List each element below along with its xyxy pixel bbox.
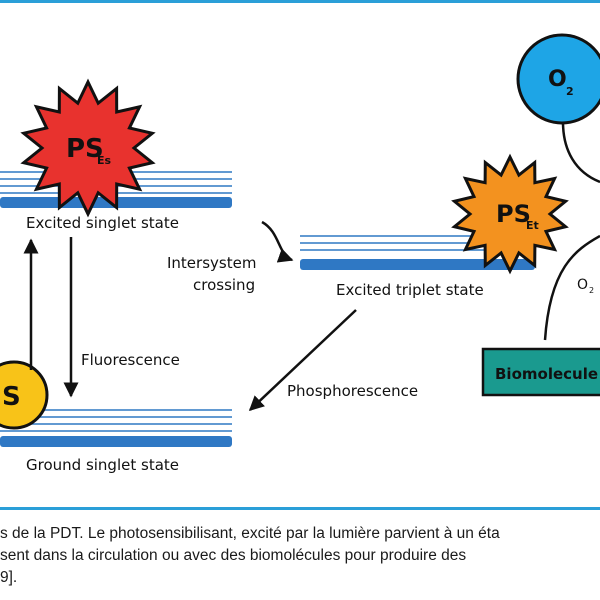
- caption-line-2: sent dans la circulation ou avec des bio…: [0, 547, 467, 564]
- excited-singlet-label: Excited singlet state: [26, 214, 179, 232]
- phosphorescence-arrow: [248, 309, 357, 412]
- intersystem-crossing-arrow: [261, 220, 294, 263]
- oxygen-circle: O 2: [516, 33, 600, 125]
- intersystem-label-line1: Intersystem: [167, 254, 256, 272]
- oxygen-label: O: [548, 67, 567, 92]
- excited-triplet-label: Excited triplet state: [336, 281, 484, 299]
- ps-es-label: PS: [66, 134, 104, 164]
- ps-es-subscript: Es: [97, 154, 112, 167]
- phosphorescence-label: Phosphorescence: [287, 382, 418, 400]
- ps-et-subscript: Et: [526, 219, 539, 232]
- ground-singlet-label: Ground singlet state: [26, 456, 179, 474]
- pdt-jablonski-diagram: Excited singlet state Ground singlet sta…: [0, 33, 600, 474]
- caption-line-3: 9].: [0, 569, 18, 586]
- bottom-rule: [0, 507, 600, 510]
- intersystem-label-line2: crossing: [193, 276, 255, 294]
- ps-et-label: PS: [496, 200, 531, 228]
- top-rule: [0, 0, 600, 3]
- oxygen-subscript: 2: [566, 85, 574, 98]
- oxygen-to-triplet-curve: [561, 121, 600, 184]
- ps-ground-label: S: [2, 382, 21, 412]
- triplet-to-biomolecule-curve: [543, 234, 600, 341]
- fluorescence-label: Fluorescence: [81, 351, 180, 369]
- ps-excited-triplet-star: PS Et: [451, 153, 569, 275]
- ps-ground-circle: S: [0, 360, 49, 430]
- caption-line-1: s de la PDT. Le photosensibilisant, exci…: [0, 525, 500, 542]
- ps-excited-singlet-star: PS Es: [20, 78, 156, 218]
- biomolecule-box: Biomolecule: [481, 347, 600, 397]
- oxygen-free-subscript: 2: [589, 286, 594, 295]
- biomolecule-label: Biomolecule: [495, 365, 598, 383]
- oxygen-free-label: O: [577, 277, 588, 293]
- figure-caption: s de la PDT. Le photosensibilisant, exci…: [0, 523, 600, 589]
